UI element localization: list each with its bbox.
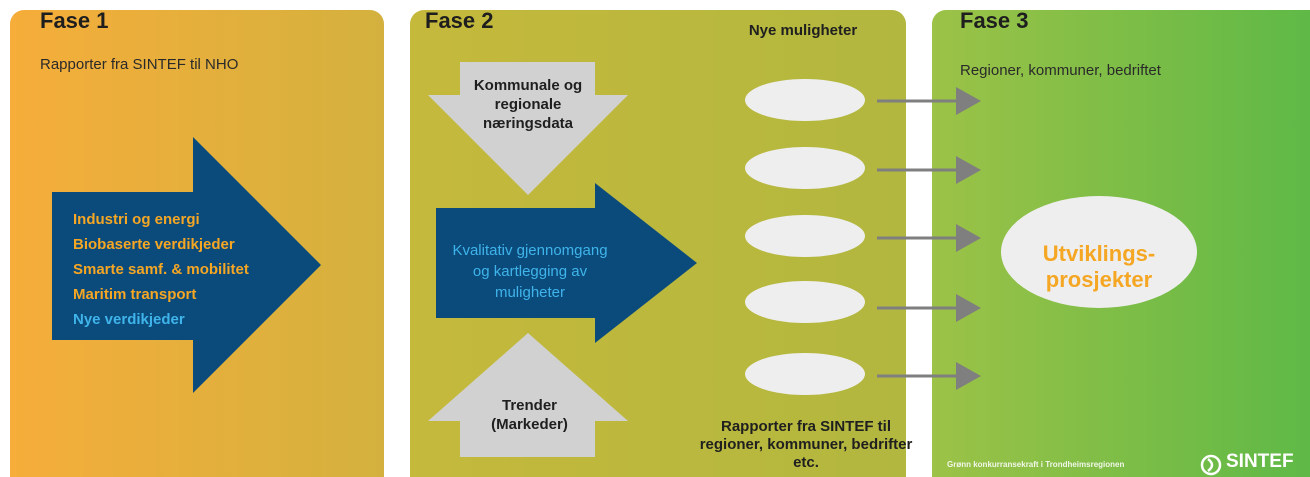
development-ellipse xyxy=(1001,196,1197,308)
sintef-logo-text: SINTEF xyxy=(1226,451,1294,472)
possibility-ellipse-3 xyxy=(745,215,865,257)
reports-label: Rapporter fra SINTEF til regioner, kommu… xyxy=(699,418,913,471)
possibility-ellipse-4 xyxy=(745,281,865,323)
phase1-item: Smarte samf. & mobilitet xyxy=(73,261,249,278)
top-input-label: Kommunale og regionale næringsdata xyxy=(473,77,583,132)
phase1-item: Maritim transport xyxy=(73,286,197,303)
phase1-item: Nye verdikjeder xyxy=(73,311,185,328)
bottom-input-label: Trender (Markeder) xyxy=(491,397,568,433)
phase3-title: Fase 3 xyxy=(960,8,1029,33)
phase1-item: Biobaserte verdikjeder xyxy=(73,236,235,253)
phase3-subtitle: Regioner, kommuner, bedriftet xyxy=(960,62,1161,79)
phase1-arrow xyxy=(52,137,321,393)
phase1-item: Industri og energi xyxy=(73,211,200,228)
possibility-ellipse-5 xyxy=(745,353,865,395)
center-arrow-label: Kvalitativ gjennomgang og kartlegging av… xyxy=(452,242,608,301)
footer-caption: Grønn konkurransekraft i Trondheimsregio… xyxy=(947,460,1125,469)
phase2-title: Fase 2 xyxy=(425,8,494,33)
phase2-bottom-up-arrow xyxy=(428,333,628,457)
possibility-ellipse-1 xyxy=(745,79,865,121)
phase2-center-arrow xyxy=(436,183,697,343)
sintef-logo-icon xyxy=(1200,454,1222,476)
phase2-top-down-arrow xyxy=(428,62,628,195)
phase1-list: Industri og energi Biobaserte verdikjede… xyxy=(73,207,249,332)
connector-arrows xyxy=(877,87,981,390)
new-possibilities-label: Nye muligheter xyxy=(748,22,858,39)
phase1-subtitle: Rapporter fra SINTEF til NHO xyxy=(40,56,239,73)
phase1-title: Fase 1 xyxy=(40,8,109,33)
development-label: Utviklings-prosjekter xyxy=(1042,241,1156,292)
possibility-ellipse-2 xyxy=(745,147,865,189)
